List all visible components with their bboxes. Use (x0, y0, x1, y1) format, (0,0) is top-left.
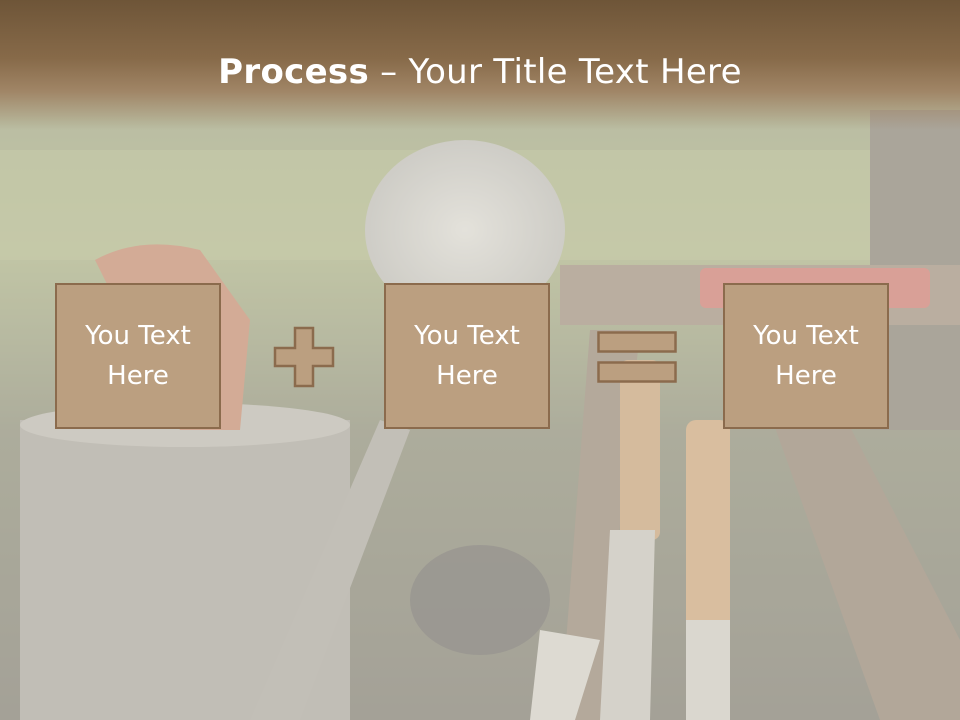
step-box-3[interactable]: You Text Here (723, 283, 889, 429)
equals-icon (597, 331, 677, 383)
step-box-1[interactable]: You Text Here (55, 283, 221, 429)
title-bold: Process (218, 52, 370, 92)
plus-icon (273, 326, 335, 388)
slide-title: Process – Your Title Text Here (0, 52, 960, 92)
title-rest: – Your Title Text Here (369, 52, 742, 92)
title-bar: Process – Your Title Text Here (0, 0, 960, 130)
step-box-2[interactable]: You Text Here (384, 283, 550, 429)
